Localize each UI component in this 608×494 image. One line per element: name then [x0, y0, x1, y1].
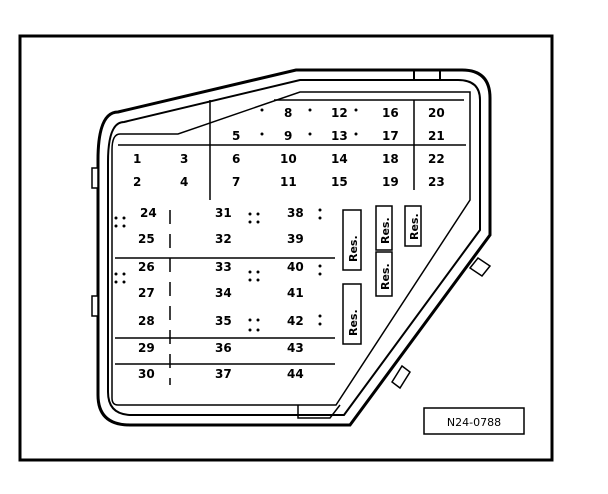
figure-id: N24-0788: [447, 416, 501, 429]
fuse-16: 16: [382, 106, 399, 120]
reserved-slot-5: Res.: [347, 309, 360, 336]
fuse-1: 1: [133, 152, 141, 166]
fuse-15: 15: [331, 175, 348, 189]
fuse-32: 32: [215, 232, 232, 246]
fuse-13: 13: [331, 129, 348, 143]
fuse-24: 24: [140, 206, 157, 220]
top-notch: [413, 70, 441, 80]
fuse-26: 26: [138, 260, 155, 274]
reserved-slot-3-frame: [404, 205, 422, 247]
fuse-33: 33: [215, 260, 232, 274]
fuse-6: 6: [232, 152, 240, 166]
fuse-17: 17: [382, 129, 399, 143]
fuse-42: 42: [287, 314, 304, 328]
fuse-35: 35: [215, 314, 232, 328]
fuse-22: 22: [428, 152, 445, 166]
left-clip-lower: [91, 295, 99, 317]
fuse-38: 38: [287, 206, 304, 220]
decorative-dots: [114, 108, 358, 332]
fuse-11: 11: [280, 175, 297, 189]
reserved-slot-2-frame: [375, 205, 393, 251]
fuse-34: 34: [215, 286, 232, 300]
fuse-44: 44: [287, 367, 304, 381]
fuse-27: 27: [138, 286, 155, 300]
fuse-14: 14: [331, 152, 348, 166]
fuse-37: 37: [215, 367, 232, 381]
fuse-box-inner-outline: [107, 79, 481, 416]
fuse-box-outer-outline: [96, 68, 492, 427]
fuse-3: 3: [180, 152, 188, 166]
reserved-slot-4-frame: [375, 251, 393, 297]
right-tab-upper: [468, 256, 492, 278]
fuse-28: 28: [138, 314, 155, 328]
reserved-slot-4: Res.: [379, 263, 392, 290]
fuse-box-innermost-outline: [111, 91, 471, 406]
fuse-39: 39: [287, 232, 304, 246]
fuse-25: 25: [138, 232, 155, 246]
reserved-slot-1: Res.: [347, 235, 360, 262]
figure-id-box: [423, 407, 525, 435]
fuse-43: 43: [287, 341, 304, 355]
fuse-5: 5: [232, 129, 240, 143]
bottom-tab: [297, 404, 341, 419]
fuse-18: 18: [382, 152, 399, 166]
fuse-40: 40: [287, 260, 304, 274]
fuse-2: 2: [133, 175, 141, 189]
fuse-8: 8: [284, 106, 292, 120]
fuse-31: 31: [215, 206, 232, 220]
fuse-36: 36: [215, 341, 232, 355]
fuse-7: 7: [232, 175, 240, 189]
fuse-41: 41: [287, 286, 304, 300]
fuse-4: 4: [180, 175, 188, 189]
right-tab-lower: [390, 364, 412, 390]
fuse-20: 20: [428, 106, 445, 120]
reserved-slot-2: Res.: [379, 217, 392, 244]
left-clip-upper: [91, 167, 99, 189]
reserved-slot-3: Res.: [408, 213, 421, 240]
fuse-23: 23: [428, 175, 445, 189]
fuse-12: 12: [331, 106, 348, 120]
fuse-29: 29: [138, 341, 155, 355]
fuse-21: 21: [428, 129, 445, 143]
fuse-9: 9: [284, 129, 292, 143]
fuse-30: 30: [138, 367, 155, 381]
reserved-slot-1-frame: [342, 209, 362, 271]
reserved-slot-5-frame: [342, 283, 362, 345]
fuse-19: 19: [382, 175, 399, 189]
fuse-10: 10: [280, 152, 297, 166]
